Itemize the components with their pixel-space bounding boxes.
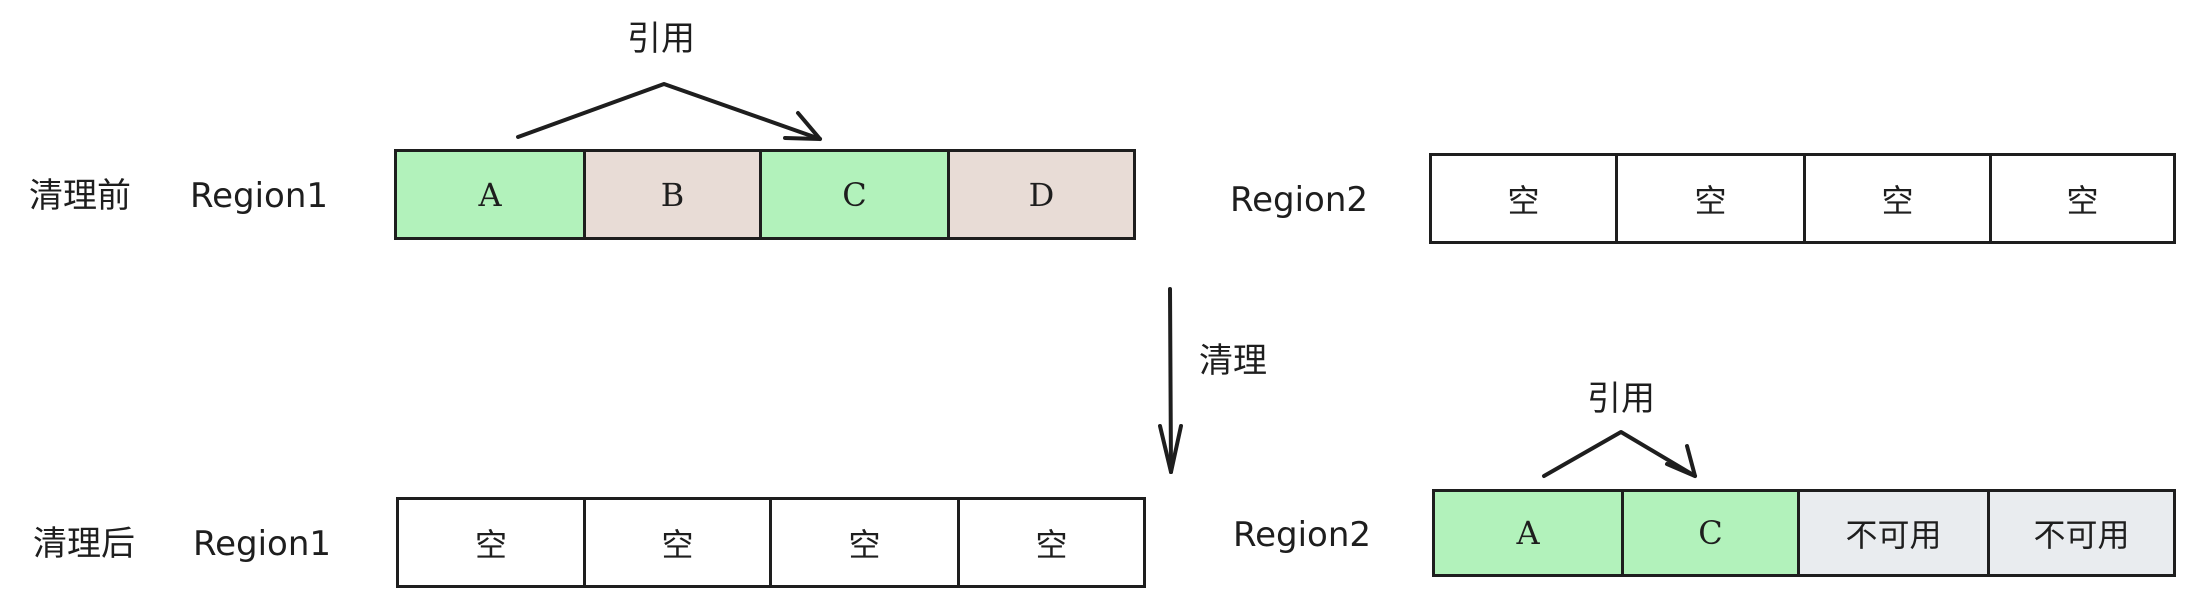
reference-arrow-after: [1542, 430, 1697, 478]
region1-before-row: A B C D: [394, 149, 1136, 240]
memory-cell: 空: [1806, 156, 1992, 241]
reference-label-after: 引用: [1587, 379, 1655, 419]
cell-text: 空: [1507, 181, 1540, 220]
cell-text: A: [478, 175, 502, 214]
memory-cell: 空: [1618, 156, 1806, 241]
region2-before-row: 空 空 空 空: [1429, 153, 2176, 244]
cell-text: B: [660, 175, 685, 214]
memory-cell: D: [950, 152, 1133, 237]
cell-text: D: [1028, 175, 1055, 214]
memory-cell: 空: [586, 500, 772, 585]
cell-text: 空: [2066, 181, 2099, 220]
reference-arrow-before: [516, 82, 822, 141]
memory-cell: B: [586, 152, 762, 237]
memory-cell: A: [397, 152, 586, 237]
transition-label: 清理: [1199, 341, 1267, 381]
cell-text: 空: [1881, 181, 1914, 220]
memory-cell: 空: [772, 500, 960, 585]
cell-text: 空: [1694, 181, 1727, 220]
stage-label-after: 清理后: [33, 524, 135, 564]
memory-cell: A: [1435, 492, 1624, 574]
region2-label-after: Region2: [1232, 515, 1372, 555]
cell-text: 不可用: [2033, 516, 2130, 554]
cleanup-arrow: [1158, 287, 1183, 474]
stage-label-before: 清理前: [29, 176, 131, 216]
cell-text: A: [1516, 514, 1540, 552]
region1-label-before: Region1: [189, 176, 329, 216]
cell-text: C: [842, 175, 867, 214]
memory-cell: 空: [960, 500, 1143, 585]
reference-label-before: 引用: [627, 19, 695, 59]
memory-cell: 空: [399, 500, 586, 585]
cell-text: 不可用: [1845, 516, 1942, 554]
memory-cell: C: [762, 152, 950, 237]
memory-cell: 空: [1432, 156, 1618, 241]
cell-text: 空: [474, 525, 507, 564]
region2-after-row: A C 不可用 不可用: [1432, 489, 2176, 577]
memory-cell: 不可用: [1800, 492, 1990, 574]
memory-cell: 空: [1992, 156, 2173, 241]
cell-text: 空: [1035, 525, 1068, 564]
cell-text: 空: [848, 525, 881, 564]
region1-after-row: 空 空 空 空: [396, 497, 1146, 588]
region1-label-after: Region1: [192, 524, 332, 564]
memory-cell: 不可用: [1990, 492, 2173, 574]
memory-cell: C: [1624, 492, 1800, 574]
region2-label-before: Region2: [1229, 180, 1369, 220]
cell-text: C: [1698, 514, 1723, 552]
cell-text: 空: [661, 525, 694, 564]
